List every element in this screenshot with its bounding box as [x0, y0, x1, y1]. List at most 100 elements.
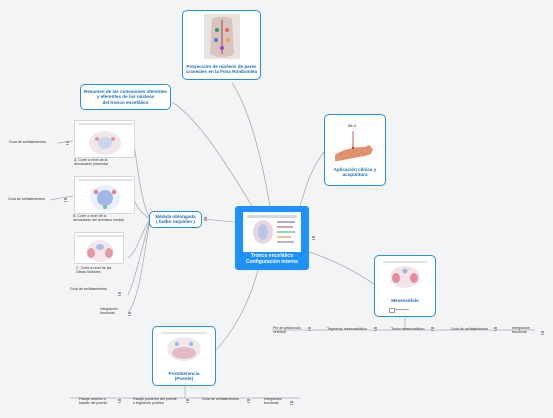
note-icon[interactable] [494, 327, 497, 331]
guia-leaf-2[interactable]: Guía de señalamientos [8, 197, 45, 201]
acupuncture-image: IM-4 [331, 119, 379, 163]
protuberancia-line1: Protuberancia [168, 371, 200, 376]
central-topic[interactable]: Tronco encefálico Configuración interna [235, 206, 309, 270]
proyeccion-line2: craneales en la Fosa Romboidea [185, 69, 258, 75]
mesencefalo-image [381, 259, 429, 291]
note-icon[interactable] [541, 331, 544, 335]
link-mesencefalo [308, 251, 375, 285]
topic-proyeccion-title: Proyección de núcleos de pares craneales… [183, 64, 260, 75]
corte-c-image [77, 235, 123, 262]
topic-medula[interactable]: Médula oblongada ( bulbo raquídeo ) [149, 211, 202, 228]
note-icon[interactable] [290, 401, 293, 405]
fossa-diagram-icon [210, 16, 234, 57]
note-icon[interactable] [186, 399, 189, 403]
proyeccion-line1: Proyección de núcleos de pares [186, 64, 257, 69]
guia-leaf-3[interactable]: Guía de señalamientos [70, 287, 107, 291]
midbrain-section-icon [383, 261, 427, 288]
mes-integracion-line2: funcional [512, 330, 527, 335]
mes-techo-leaf[interactable]: Techo mesencefálico [391, 327, 425, 331]
arm-acupuncture-icon: IM-4 [335, 123, 373, 161]
mes-pie-leaf[interactable]: Pie de pedúnculo cerebral [273, 326, 313, 335]
topic-proyeccion[interactable]: Proyección de núcleos de pares craneales… [182, 10, 261, 80]
note-icon[interactable] [128, 312, 131, 316]
mes-guia-leaf[interactable]: Guía de señalamientos [451, 327, 488, 331]
medula-integracion-leaf[interactable]: Integración funcional [100, 307, 128, 316]
pro-integracion-leaf[interactable]: Integración funcional [264, 397, 292, 406]
corte-a-line2: decusación piramidal [74, 162, 108, 167]
topic-aplicacion-title: Aplicación clínica y acupuntura [325, 167, 385, 178]
pro-integracion-line1: Integración [264, 397, 282, 401]
brainstem-diagram-icon [247, 215, 297, 244]
aplicacion-line2: acupuntura [342, 172, 368, 178]
pro-pasaje-anterior-leaf[interactable]: Pasaje anterior o basilar del puente [79, 397, 119, 406]
note-icon[interactable] [204, 217, 207, 221]
note-icon[interactable] [431, 327, 434, 331]
rhomboid-fossa-image [204, 14, 240, 59]
link-icon[interactable] [389, 308, 395, 313]
medula-integracion-line1: Integración [100, 307, 118, 311]
note-icon[interactable] [118, 292, 121, 296]
pro-pasaje-posterior-leaf[interactable]: Pasaje posterior del puente o tegmento p… [133, 397, 187, 406]
mes-integracion-leaf[interactable]: Integración funcional [512, 326, 542, 335]
pro-pasaje-anterior-line2: basilar del puente [79, 401, 108, 406]
corte-c-card[interactable] [74, 232, 124, 264]
corte-c-caption: C. Corte a nivel de las Olivas bulbares [76, 266, 120, 275]
mes-pie-line2: cerebral [273, 330, 286, 335]
pro-guia-leaf[interactable]: Guía de señalamientos [202, 397, 239, 401]
corte-c-line1: C. Corte a nivel de las [76, 266, 112, 270]
note-icon[interactable] [66, 141, 69, 145]
central-title-line2: Configuración interna [246, 259, 298, 265]
resumen-line2: y eferentes de los núcleos [96, 94, 155, 100]
central-title-line1: Tronco encefálico [250, 253, 294, 259]
central-topic-image [243, 212, 301, 252]
corte-b-line1: B. Corte a nivel de la [73, 214, 107, 218]
central-topic-title: Tronco encefálico Configuración interna [235, 253, 309, 265]
mes-tegmento-leaf[interactable]: Tegmento mesencefálico [327, 327, 367, 331]
pro-pasaje-posterior-line1: Pasaje posterior del puente [133, 397, 177, 401]
note-icon[interactable] [247, 399, 250, 403]
resumen-line3: del tronco encefálico [102, 99, 149, 105]
corte-b-line2: decusación del lemnisco medial [73, 218, 124, 223]
protuberancia-image [159, 330, 209, 364]
note-icon[interactable] [64, 198, 67, 202]
note-icon[interactable] [308, 327, 311, 331]
pro-integracion-line2: funcional [264, 401, 279, 406]
topic-protuberancia-title: Protuberancia (Puente) [153, 371, 215, 382]
topic-medula-title: Médula oblongada ( bulbo raquídeo ) [150, 214, 201, 225]
note-icon[interactable] [312, 236, 315, 240]
note-icon[interactable] [374, 327, 377, 331]
medula-integracion-line2: funcional [100, 311, 115, 316]
resumen-line1: Resumen de las conexiones aferentes [83, 89, 168, 94]
corte-b-card[interactable] [74, 176, 135, 214]
link-resumen [171, 101, 253, 207]
corte-b-caption: B. Corte a nivel de la decusación del le… [73, 214, 133, 223]
topic-resumen-title: Resumen de las conexiones aferentes y ef… [81, 89, 170, 105]
mes-pie-line1: Pie de pedúnculo [273, 326, 301, 330]
link-protuberancia [215, 269, 259, 351]
medula-line1: Médula oblongada [155, 214, 196, 219]
topic-resumen[interactable]: Resumen de las conexiones aferentes y ef… [80, 84, 171, 110]
mes-integracion-line1: Integración [512, 326, 530, 330]
corte-a-card[interactable] [74, 120, 135, 158]
corte-c-line2: Olivas bulbares [76, 270, 101, 275]
pro-pasaje-anterior-line1: Pasaje anterior o [79, 397, 107, 401]
link-medula [202, 218, 236, 223]
topic-aplicacion[interactable]: IM-4 Aplicación clínica y acupuntura [324, 114, 386, 186]
corte-a-line1: A. Corte a nivel de la [74, 158, 108, 162]
topic-mesencefalo-title: Mesencéfalo [391, 298, 419, 303]
acupoint-marker: IM-4 [348, 123, 357, 128]
pro-pasaje-posterior-line2: o tegmento pontino [133, 401, 164, 406]
corte-a-image [78, 123, 133, 155]
topic-mesencefalo[interactable]: Mesencéfalo [374, 255, 436, 317]
guia-leaf-1[interactable]: Guía de señalamientos [9, 140, 46, 144]
corte-a-caption: A. Corte a nivel de la decusación pirami… [74, 158, 122, 167]
aplicacion-line1: Aplicación clínica y [333, 167, 377, 172]
link-placeholder-line [395, 309, 409, 310]
pons-section-icon [161, 332, 207, 361]
note-icon[interactable] [118, 399, 121, 403]
protuberancia-line2: (Puente) [174, 376, 194, 382]
medula-line2: ( bulbo raquídeo ) [156, 219, 195, 225]
topic-protuberancia[interactable]: Protuberancia (Puente) [152, 326, 216, 386]
